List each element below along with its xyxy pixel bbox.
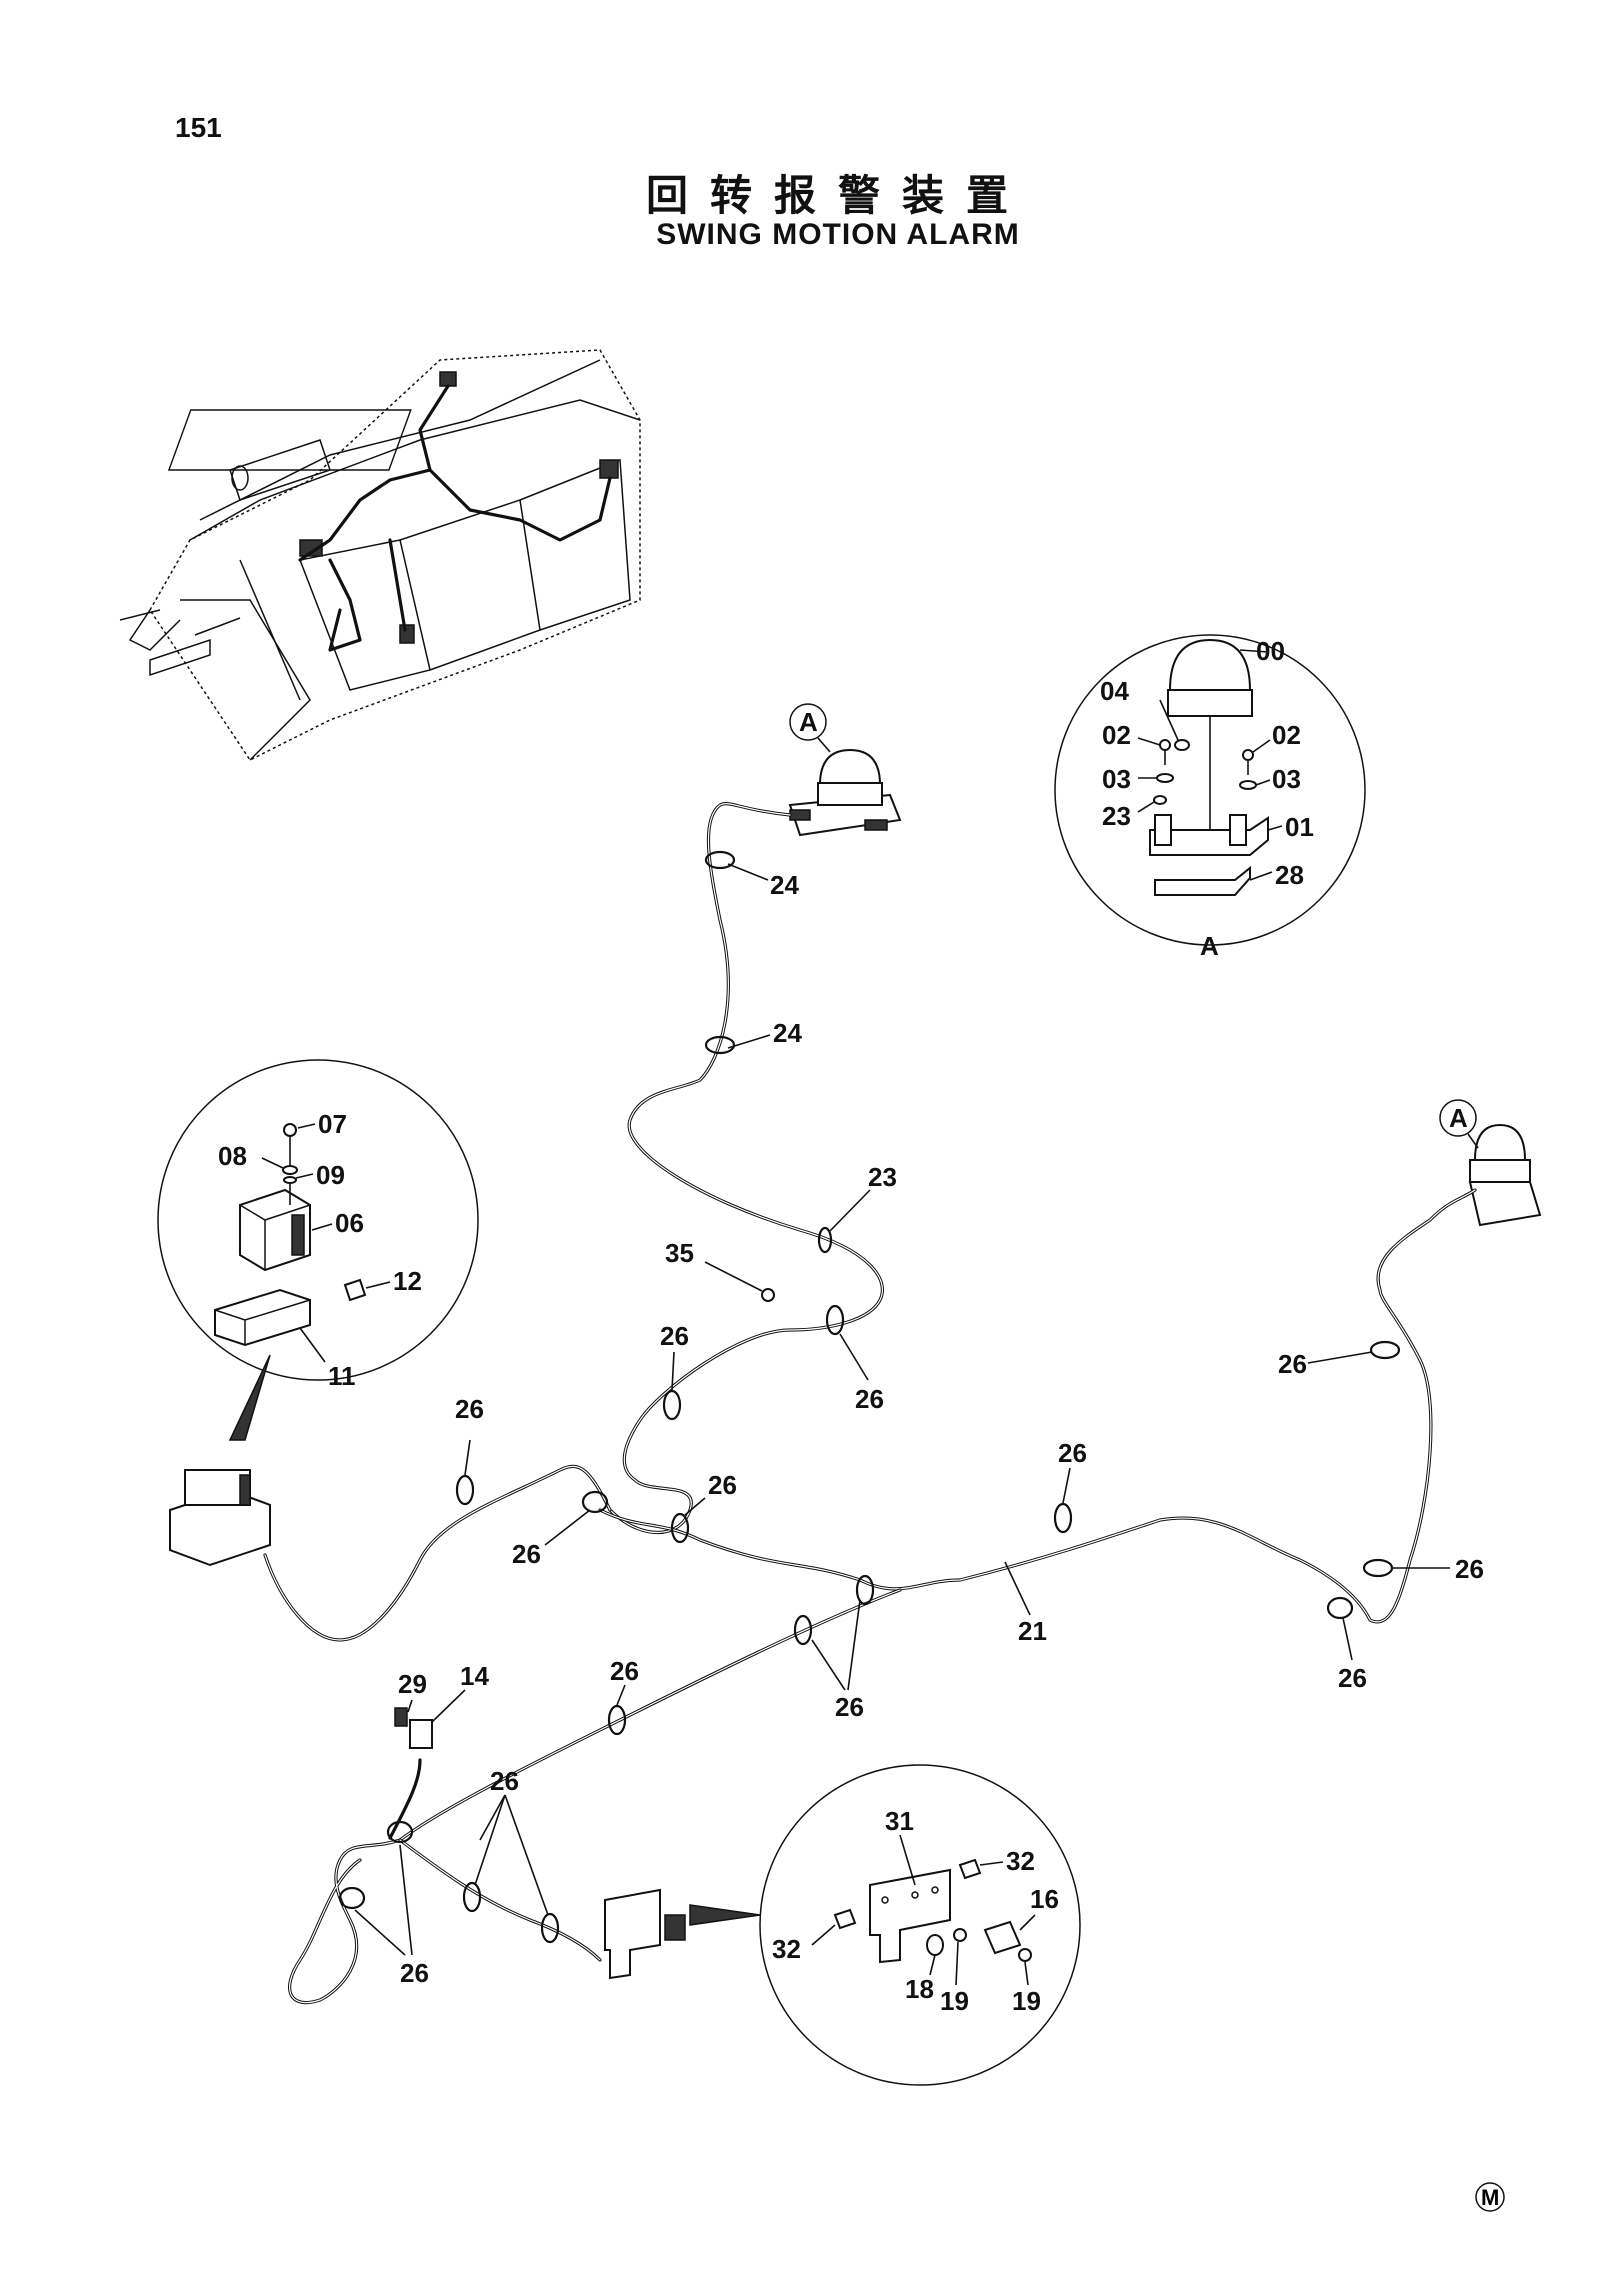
label-26-e: 26 bbox=[512, 1539, 541, 1569]
label-a-upper: A bbox=[799, 707, 818, 737]
label-16: 16 bbox=[1030, 1884, 1059, 1914]
label-26-d: 26 bbox=[708, 1470, 737, 1500]
label-26-m: 26 bbox=[400, 1958, 429, 1988]
label-26-f: 26 bbox=[1058, 1438, 1087, 1468]
label-06: 06 bbox=[335, 1208, 364, 1238]
label-26-j: 26 bbox=[835, 1692, 864, 1722]
label-26-i: 26 bbox=[1338, 1663, 1367, 1693]
main-leaders bbox=[354, 863, 1450, 1956]
label-24-top: 24 bbox=[770, 870, 799, 900]
page-number: 151 bbox=[175, 112, 222, 143]
label-32-right: 32 bbox=[1006, 1846, 1035, 1876]
detail-relay-circle bbox=[157, 1059, 479, 1441]
label-35: 35 bbox=[665, 1238, 694, 1268]
label-12: 12 bbox=[393, 1266, 422, 1296]
label-31: 31 bbox=[885, 1806, 914, 1836]
label-04: 04 bbox=[1100, 676, 1129, 706]
marker-a-right bbox=[1439, 1099, 1479, 1149]
beacon-upper bbox=[788, 748, 902, 837]
label-23: 23 bbox=[868, 1162, 897, 1192]
label-21: 21 bbox=[1018, 1616, 1047, 1646]
label-08: 08 bbox=[218, 1141, 247, 1171]
label-29: 29 bbox=[398, 1669, 427, 1699]
relay-assembly bbox=[169, 1469, 271, 1567]
label-24-mid: 24 bbox=[773, 1018, 802, 1048]
label-26-c: 26 bbox=[455, 1394, 484, 1424]
callout-labels: 00 04 02 02 03 03 23 01 28 A A A 07 08 0… bbox=[218, 636, 1484, 2016]
label-26-b: 26 bbox=[660, 1321, 689, 1351]
label-26-a: 26 bbox=[855, 1384, 884, 1414]
detail-a-circle bbox=[1054, 634, 1366, 946]
label-26-h: 26 bbox=[1455, 1554, 1484, 1584]
label-01: 01 bbox=[1285, 812, 1314, 842]
label-09: 09 bbox=[316, 1160, 345, 1190]
label-02-right: 02 bbox=[1272, 720, 1301, 750]
title-english: SWING MOTION ALARM bbox=[656, 218, 1020, 251]
label-26-g: 26 bbox=[1278, 1349, 1307, 1379]
machine-overview-sketch bbox=[119, 349, 641, 761]
corner-mark: M bbox=[1475, 2182, 1505, 2212]
bracket-assembly bbox=[604, 1888, 686, 1980]
beacon-right bbox=[1468, 1123, 1542, 1227]
detail-bracket-circle bbox=[689, 1764, 1081, 2086]
label-23-detail: 23 bbox=[1102, 801, 1131, 831]
title-chinese: 回转报警装置 bbox=[645, 171, 1030, 220]
label-19-right: 19 bbox=[1012, 1986, 1041, 2016]
label-a-right: A bbox=[1449, 1103, 1468, 1133]
label-26-l: 26 bbox=[490, 1766, 519, 1796]
label-19-left: 19 bbox=[940, 1986, 969, 2016]
label-18: 18 bbox=[905, 1974, 934, 2004]
label-00: 00 bbox=[1256, 636, 1285, 666]
clamps bbox=[338, 850, 1401, 1944]
label-14: 14 bbox=[460, 1661, 489, 1691]
corner-mark-letter: M bbox=[1481, 2185, 1499, 2210]
wire-harness bbox=[263, 802, 1477, 2005]
label-07: 07 bbox=[318, 1109, 347, 1139]
label-32-left: 32 bbox=[772, 1934, 801, 1964]
label-02-left: 02 bbox=[1102, 720, 1131, 750]
label-03-left: 03 bbox=[1102, 764, 1131, 794]
label-a-detail: A bbox=[1200, 931, 1219, 961]
label-03-right: 03 bbox=[1272, 764, 1301, 794]
label-11: 11 bbox=[328, 1361, 356, 1391]
label-28: 28 bbox=[1275, 860, 1304, 890]
marker-a-upper bbox=[789, 703, 831, 753]
label-26-k: 26 bbox=[610, 1656, 639, 1686]
